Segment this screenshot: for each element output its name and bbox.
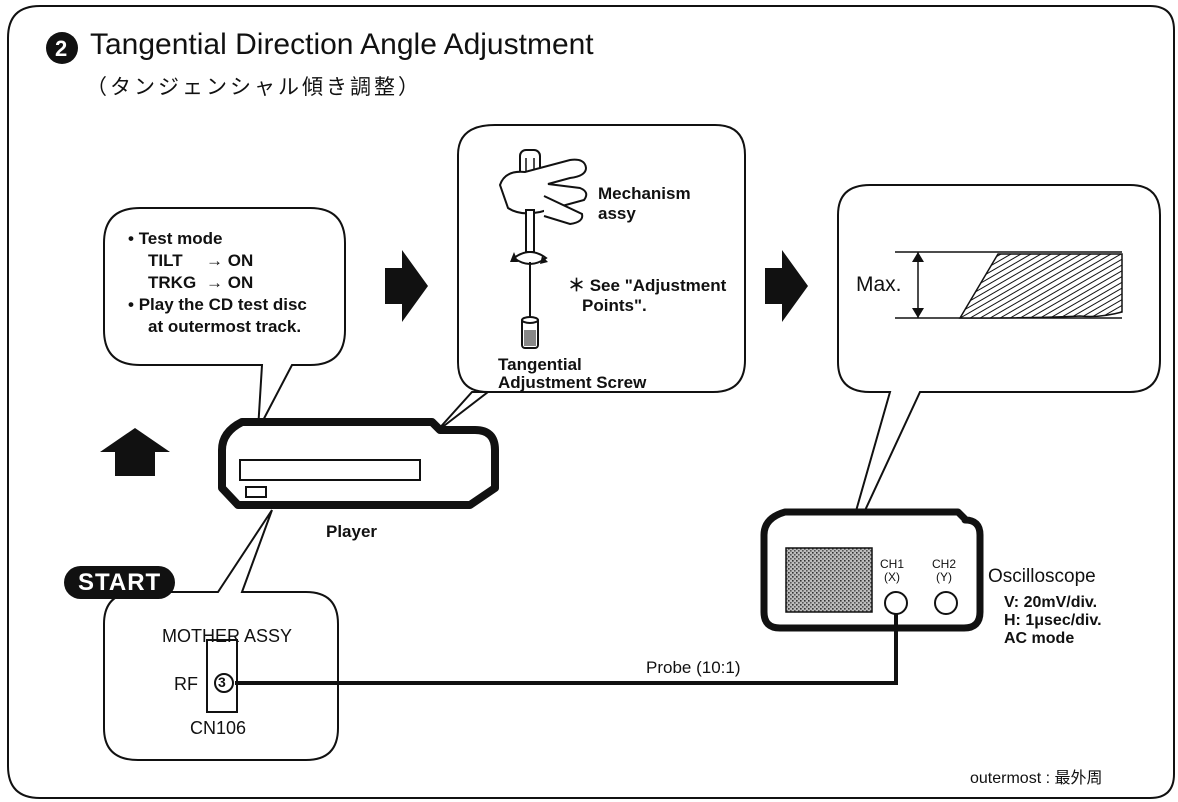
- step-number: 2: [55, 36, 68, 61]
- player-button: [245, 486, 267, 498]
- probe-label: Probe (10:1): [646, 658, 741, 677]
- player-disc-slot: [239, 459, 421, 481]
- scope-bubble: [837, 184, 1161, 561]
- probe-cable: [235, 614, 898, 685]
- tilt-setting: TILT→ ON: [148, 251, 254, 270]
- flow-arrow-up: [100, 428, 170, 476]
- adjustment-note: ＊ See "Adjustment Points".: [568, 276, 727, 315]
- cn106-label: CN106: [190, 718, 247, 738]
- ch2-label: CH2 (Y): [932, 557, 957, 584]
- oscilloscope-settings: V: 20mV/div. H: 1μsec/div. AC mode: [1004, 594, 1102, 647]
- ch2-input-jack: [934, 591, 958, 615]
- step-number-circle: [46, 32, 78, 64]
- footnote: outermost : 最外周: [970, 770, 1103, 787]
- mother-assy-bubble: [103, 509, 339, 761]
- player-unit: [218, 418, 499, 509]
- player-label: Player: [326, 522, 378, 541]
- max-label: Max.: [856, 273, 902, 296]
- screwdriver-hand-illustration: [498, 149, 588, 349]
- page-title: Tangential Direction Angle Adjustment: [90, 28, 594, 61]
- oscilloscope-screen: [785, 547, 873, 613]
- outer-frame: [7, 5, 1175, 799]
- cn106-connector: [206, 639, 238, 713]
- trkg-setting: TRKG→ ON: [148, 273, 254, 292]
- ch1-label: CH1 (X): [880, 557, 905, 584]
- rf-pin-number: 3: [218, 674, 226, 690]
- ch1-input-jack: [884, 591, 908, 615]
- flow-arrow-right-1: [385, 250, 428, 322]
- page-subtitle: （タンジェンシャル傾き調整）: [86, 76, 422, 99]
- oscilloscope-label: Oscilloscope: [988, 566, 1096, 587]
- play-disc-item: • Play the CD test disc: [128, 295, 307, 314]
- flow-arrow-right-2: [765, 250, 808, 322]
- scope-display: [895, 251, 1123, 319]
- mother-assy-label: MOTHER ASSY: [162, 626, 293, 646]
- oscilloscope-unit: [760, 508, 984, 632]
- play-disc-item-cont: at outermost track.: [148, 317, 302, 336]
- test-mode-instructions: • Test mode TILT→ ON TRKG→ ON • Play the…: [128, 228, 307, 338]
- rf-eye-pattern: [958, 253, 1123, 319]
- start-badge: START: [64, 566, 176, 599]
- rf-label: RF: [174, 674, 198, 694]
- test-mode-item: • Test mode: [128, 229, 223, 248]
- mechanism-label: Mechanism assy: [598, 184, 691, 223]
- test-mode-bubble: [103, 207, 346, 431]
- tangential-screw-label: Tangential Adjustment Screw: [498, 355, 647, 392]
